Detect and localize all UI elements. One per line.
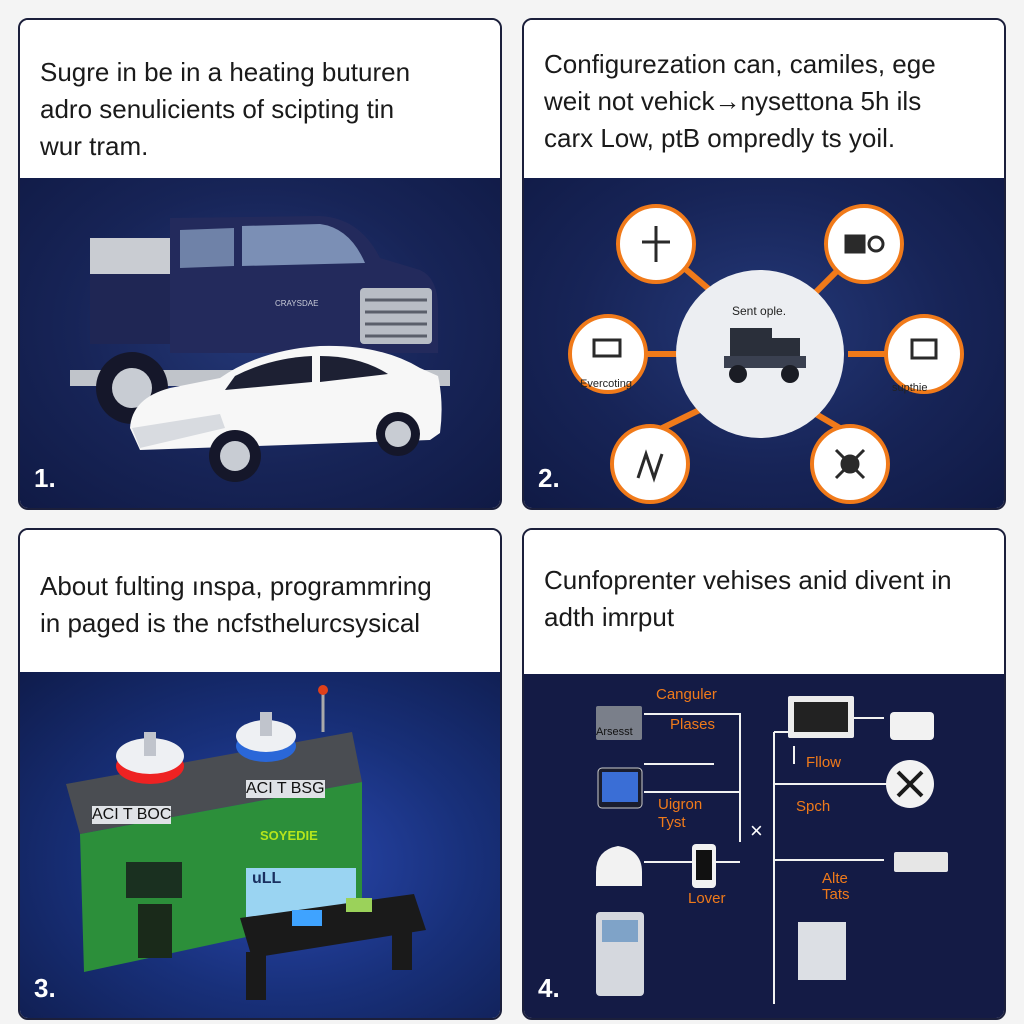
panel-4-flow-scene: Canguler Plases Arsesst Uigron Tyst Love… [524,674,1004,1018]
caption-line: Configurezation can, camiles, ege [544,49,936,79]
vehicles-illustration: CRAYSDAE [70,216,450,482]
flow-label-spch: Spch [796,798,831,815]
flow-label-uigron: Uigron [658,796,703,813]
network-diagram [568,204,964,504]
flow-label-lover: Lover [688,890,726,907]
flow-device-icons [596,696,948,996]
input-flow-diagram [596,696,948,1004]
step-number: 3. [34,973,56,1003]
flow-label-arsesst: Arsesst [596,726,633,738]
antenna-icon [318,685,328,732]
truck-hub-icon [724,328,806,383]
flow-label-tyst: Tyst [658,814,686,831]
equipment-tag-center: ACI T BSG [246,780,325,798]
step-number: 1. [34,463,56,493]
caption-line: adro senulicients of scipting tin [40,94,395,124]
caption-line: in paged is the ncfsthelurcsysical [40,608,421,638]
panel-1-caption: Sugre in be in a heating buturen adro se… [20,20,500,178]
programmer-device-icon [240,894,426,1000]
node-label-right: supthie [892,382,928,394]
equipment-screen-text: uLL [252,870,282,887]
panel-2-caption: Configurezation can, camiles, ege weit n… [524,20,1004,178]
node-icons [592,226,938,483]
panel-2: Configurezation can, camiles, ege weit n… [522,18,1006,510]
caption-line: wur tram. [40,131,149,161]
flow-lines [644,713,890,1004]
truck-badge: CRAYSDAE [275,299,318,308]
flow-label-fllow: Fllow [806,754,842,771]
flow-label-alte: Alte [822,870,848,887]
tools-x-icon [896,770,924,798]
hub-label: Sent ople. [732,304,787,318]
flow-junction-cross: × [750,818,763,843]
caption-line: Cunfoprenter vehises anid divent in [544,565,952,595]
node-label-left: Evercoting [580,378,632,390]
caption-line: carx Low, ptB ompredly ts yoil. [544,123,896,153]
equipment-tag-left: ACI T BOC [92,806,172,824]
flow-label-plases: Plases [670,716,716,733]
panel-3-caption: About fulting ınspa, programmring in pag… [20,530,500,672]
sedan-car-icon [130,345,442,482]
panel-2-network-scene: Sent ople. Evercoting supthie 2. [524,178,1004,508]
equipment-brand-label: SOYEDIE [260,828,318,843]
panel-1-vehicles-scene: CRAYSDAE 1. [20,178,500,508]
caption-line: Sugre in be in a heating buturen [40,57,411,87]
programming-equipment-illustration [66,685,426,1000]
caption-line: About fulting ınspa, programmring [40,571,432,601]
step-number: 2. [538,463,560,493]
flow-label-canguler: Canguler [656,686,717,703]
caption-line: adth imrput [544,602,675,632]
flow-label-tats: Tats [822,886,850,903]
panel-3: About fulting ınspa, programmring in pag… [18,528,502,1020]
valve-left-icon [116,732,184,784]
panel-4: Cunfoprenter vehises anid divent in adth… [522,528,1006,1020]
panel-3-equipment-scene: ACI T BOC ACI T BSG SOYEDIE uLL 3. [20,672,500,1018]
panel-1: Sugre in be in a heating buturen adro se… [18,18,502,510]
valve-right-icon [236,712,296,762]
step-number: 4. [538,973,560,1003]
caption-line: weit not vehick→nysettona 5h ils [544,86,922,116]
panel-4-caption: Cunfoprenter vehises anid divent in adth… [524,530,1004,674]
